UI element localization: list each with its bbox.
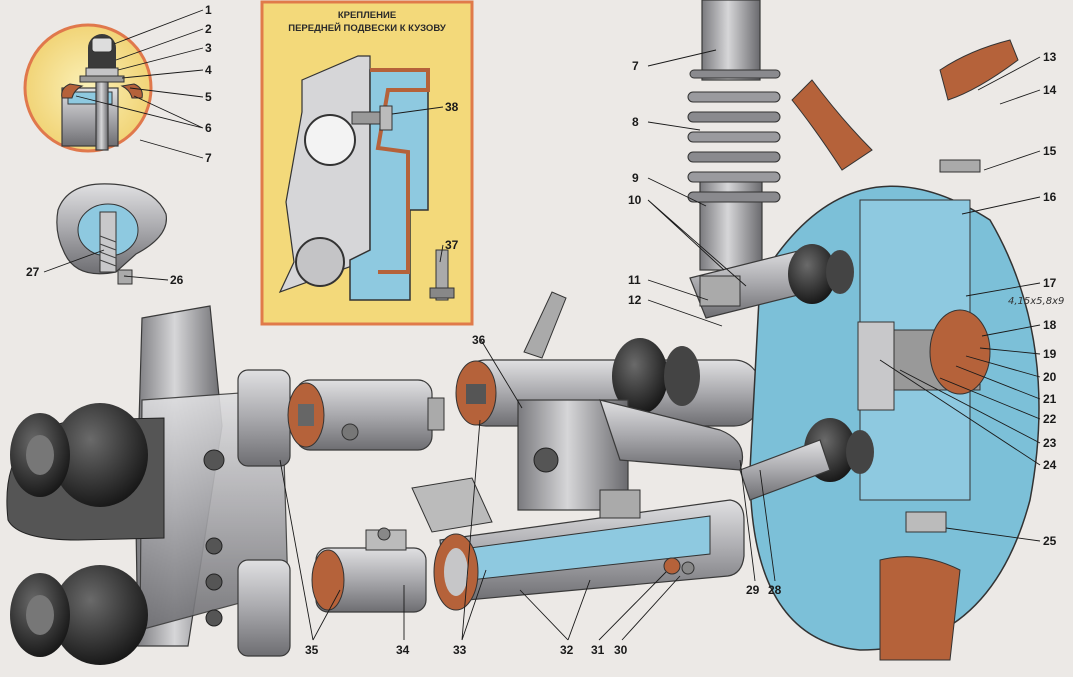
label-14: 14: [1043, 83, 1057, 97]
axle-sleeve-upper: [287, 379, 445, 451]
inset-body-mount: КРЕПЛЕНИЕ ПЕРЕДНЕЙ ПОДВЕСКИ К КУЗОВУ: [260, 0, 474, 326]
label-34: 34: [396, 643, 410, 657]
label-32: 32: [560, 643, 574, 657]
label-4: 4: [205, 63, 212, 77]
detail-circle-shock-mount: [23, 23, 153, 153]
axle-sleeve-lower: [311, 527, 427, 613]
label-19: 19: [1043, 347, 1057, 361]
label-13: 13: [1043, 50, 1057, 64]
label-38: 38: [445, 100, 459, 114]
label-16: 16: [1043, 190, 1057, 204]
inset-title-line2: ПЕРЕДНЕЙ ПОДВЕСКИ К КУЗОВУ: [288, 22, 446, 34]
label-25: 25: [1043, 534, 1057, 548]
label-23: 23: [1043, 436, 1057, 450]
coil-spring: [687, 69, 781, 203]
label-1: 1: [205, 3, 212, 17]
lower-ball-joint: [739, 418, 874, 501]
label-10: 10: [628, 193, 642, 207]
label-11: 11: [628, 273, 641, 287]
label-7-circle: 7: [205, 151, 212, 165]
inset-title-line1: КРЕПЛЕНИЕ: [338, 10, 396, 21]
wheel-knuckle-disc: [749, 39, 1040, 661]
label-15: 15: [1043, 144, 1057, 158]
label-27: 27: [26, 265, 40, 279]
label-28: 28: [768, 583, 782, 597]
label-3: 3: [205, 41, 212, 55]
upper-ball-joint: [689, 244, 854, 319]
label-31: 31: [591, 643, 605, 657]
label-18: 18: [1043, 318, 1057, 332]
label-20: 20: [1043, 370, 1057, 384]
callout-leaders: [43, 9, 1041, 641]
label-37: 37: [445, 238, 459, 252]
label-17: 17: [1043, 276, 1057, 290]
label-9: 9: [632, 171, 639, 185]
bumper-bracket: [56, 183, 168, 285]
shock-absorber-strut: [699, 0, 763, 271]
rubber-bushing-top: [10, 403, 148, 507]
upper-control-arm: [455, 291, 761, 511]
label-30: 30: [614, 643, 628, 657]
label-22: 22: [1043, 412, 1057, 426]
label-5: 5: [205, 90, 212, 104]
label-8: 8: [632, 115, 639, 129]
label-12: 12: [628, 293, 642, 307]
callout-numbers: 1 2 3 4 5 6 7 27 26 38 37 7 8 9 10 11 12…: [26, 3, 1064, 657]
label-7-strut: 7: [632, 59, 639, 73]
label-35: 35: [305, 643, 319, 657]
label-21: 21: [1043, 392, 1057, 406]
label-2: 2: [205, 22, 212, 36]
label-33: 33: [453, 643, 467, 657]
label-36: 36: [472, 333, 486, 347]
rubber-bushing-bottom: [10, 565, 148, 665]
label-29: 29: [746, 583, 760, 597]
label-24: 24: [1043, 458, 1057, 472]
label-26: 26: [170, 273, 184, 287]
handwritten-note: 4,15x5,8x9: [1008, 296, 1064, 307]
label-6: 6: [205, 121, 212, 135]
lower-control-arm-section: [411, 477, 745, 611]
